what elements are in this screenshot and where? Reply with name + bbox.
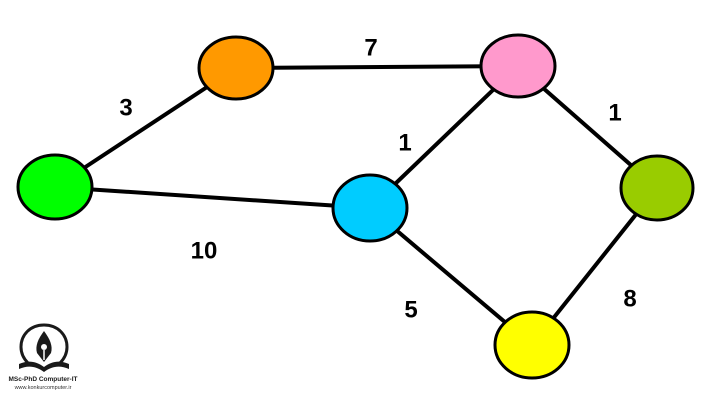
edge-orange-pink [234,64,520,70]
site-logo: MSc-PhD Computer-IT www.konkurcomputer.i… [4,322,82,398]
node-green [16,153,94,221]
nodes-layer [16,33,695,380]
node-orange [197,35,275,101]
node-yellow [493,310,571,380]
weight-label-orange-pink: 7 [364,35,377,62]
pen-book-logo-icon [19,323,69,372]
logo-url: www.konkurcomputer.ir [14,385,72,391]
node-pink [479,33,557,99]
weight-label-blue-yellow: 5 [404,297,417,324]
weight-label-blue-pink: 1 [398,130,411,157]
weight-label-pink-olive: 1 [608,100,621,127]
weight-label-olive-yellow: 8 [623,286,636,313]
edge-weight-labels: 3 7 10 1 1 5 8 [119,35,636,324]
weight-label-green-orange: 3 [119,95,132,122]
edge-green-blue [53,185,372,210]
weight-label-green-blue: 10 [191,238,218,265]
logo-title: MSc-PhD Computer-IT [8,376,78,383]
node-blue [331,173,409,243]
node-olive [619,154,695,222]
